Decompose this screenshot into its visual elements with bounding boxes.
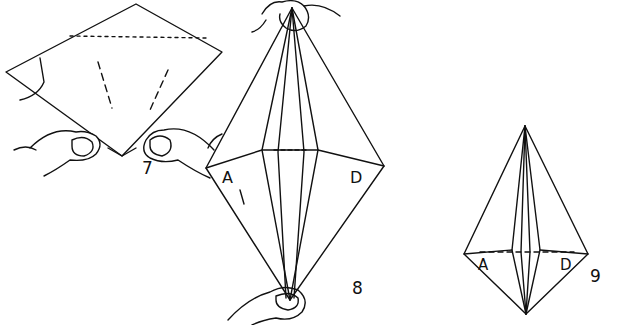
step-number: 9 (590, 268, 601, 285)
step-number: 8 (352, 280, 363, 297)
step-9-figure (464, 126, 588, 314)
step-7-figure (6, 4, 222, 178)
corner-letter: A (222, 170, 233, 186)
step-number: 7 (142, 160, 153, 177)
corner-letter: D (560, 258, 572, 273)
corner-letter: D (350, 170, 362, 186)
step-8-figure (206, 1, 384, 325)
corner-letter: A (478, 258, 488, 273)
